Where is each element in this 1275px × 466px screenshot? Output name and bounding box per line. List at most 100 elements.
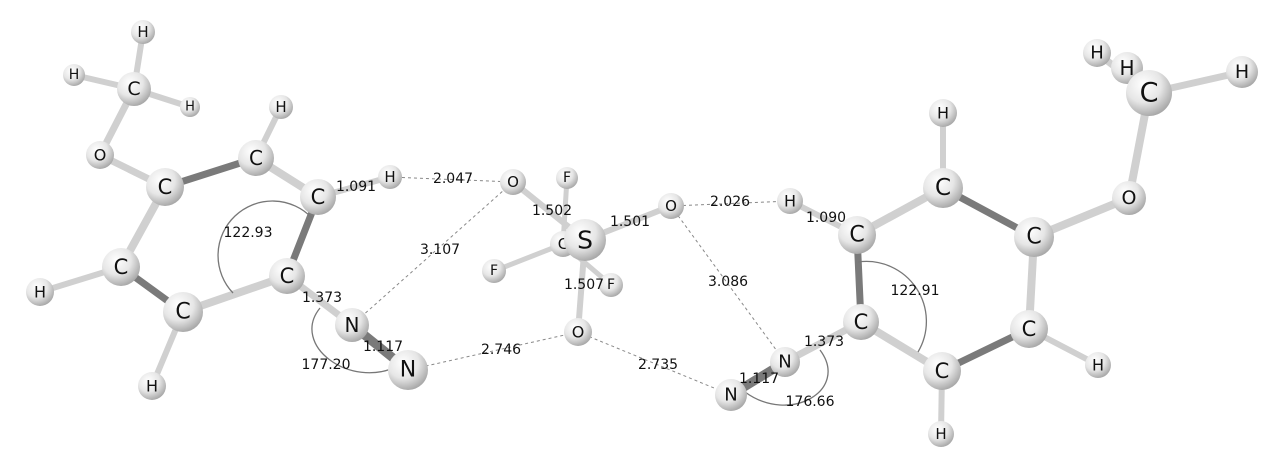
label-d-h-o-right: 2.026	[710, 194, 750, 210]
svg-text:C: C	[558, 235, 568, 253]
svg-text:H: H	[1119, 56, 1134, 80]
svg-text:O: O	[94, 146, 107, 165]
atom-c2-right: C	[923, 168, 963, 208]
svg-text:C: C	[854, 310, 869, 334]
label-d-nn-left: 1.117	[363, 339, 403, 355]
arc-cnn-left	[311, 307, 399, 374]
atom-h-c2-left: H	[269, 95, 293, 119]
arc-cnn-right	[744, 349, 829, 406]
label-d-n-o-left: 3.107	[420, 242, 460, 258]
atom-f2: F	[482, 259, 506, 283]
atom-c5-left: C	[163, 292, 203, 332]
svg-text:F: F	[490, 263, 498, 279]
arc-ring-left	[217, 200, 313, 294]
atom-n1-right: N	[770, 347, 800, 377]
svg-text:H: H	[34, 283, 46, 302]
svg-text:C: C	[935, 175, 951, 201]
arc-ring-right	[857, 260, 928, 353]
label-d-nn-right: 1.117	[739, 371, 779, 387]
label-d-s-o1: 1.502	[532, 203, 572, 219]
atom-f3: F	[599, 273, 623, 297]
svg-text:O: O	[572, 323, 585, 342]
atom-h-methyl-left-1: H	[131, 20, 155, 44]
svg-text:C: C	[127, 78, 140, 100]
atom-o1: O	[500, 169, 526, 195]
label-d-h-o-left: 2.047	[433, 171, 473, 187]
svg-text:H: H	[1090, 43, 1104, 64]
atom-o3: O	[564, 318, 592, 346]
label-angle-ring-right: 122.91	[891, 283, 940, 299]
contact-o2-h-right	[670, 200, 791, 207]
svg-text:O: O	[1122, 187, 1137, 209]
contact-o2-n-right	[670, 205, 786, 363]
label-d-cn-left: 1.373	[302, 290, 342, 306]
atom-o2: O	[658, 193, 684, 219]
svg-text:C: C	[935, 359, 950, 383]
atom-c6-right: C	[1010, 310, 1048, 348]
covalent-bonds	[37, 29, 1246, 437]
atom-s: S	[564, 219, 606, 261]
atom-c5-right: C	[923, 352, 961, 390]
svg-text:H: H	[185, 100, 195, 115]
svg-text:N: N	[345, 313, 360, 337]
atom-c1-right: C	[1014, 217, 1054, 257]
atom-f1: F	[556, 167, 578, 189]
svg-text:O: O	[665, 197, 677, 215]
svg-text:O: O	[507, 173, 519, 191]
label-d-s-o2: 1.501	[610, 214, 650, 230]
atom-h-methyl-left-2: H	[63, 64, 85, 86]
svg-text:C: C	[158, 175, 173, 199]
atom-h-c3-right: H	[777, 188, 803, 214]
svg-text:F: F	[563, 170, 571, 186]
svg-text:S: S	[577, 226, 593, 255]
label-d-n-o3-left: 2.746	[481, 342, 521, 358]
atom-c-methyl-left: C	[117, 72, 151, 106]
svg-text:H: H	[935, 425, 946, 443]
svg-text:N: N	[778, 352, 791, 373]
label-d-n-o3-right: 2.735	[638, 357, 678, 373]
atom-c6-left: C	[102, 248, 140, 286]
label-angle-cnn-right: 176.66	[786, 394, 835, 410]
svg-text:H: H	[937, 104, 949, 123]
atom-h-methyl-right-1: H	[1226, 56, 1258, 88]
svg-text:F: F	[607, 277, 615, 293]
svg-text:N: N	[724, 385, 737, 406]
svg-text:C: C	[1140, 78, 1159, 109]
label-d-ch-left: 1.091	[336, 179, 376, 195]
svg-text:H: H	[146, 377, 158, 396]
svg-text:C: C	[280, 264, 295, 288]
atom-c4-left: C	[269, 258, 305, 294]
atom-h-c3-left: H	[378, 165, 402, 189]
svg-text:H: H	[1092, 356, 1104, 375]
svg-text:C: C	[249, 146, 263, 170]
svg-text:C: C	[114, 255, 129, 279]
svg-text:H: H	[137, 23, 148, 41]
atom-h-methyl-right-3: H	[1083, 39, 1111, 67]
atoms: H H H C O H C C C H C H C C H N N O F C …	[26, 20, 1258, 447]
svg-text:H: H	[784, 192, 796, 211]
atom-h-c5-right: H	[928, 421, 954, 447]
label-angle-ring-left: 122.93	[224, 225, 273, 241]
contact-lines	[351, 176, 791, 396]
atom-h-c6-left: H	[26, 278, 54, 306]
atom-c2-left: C	[238, 140, 274, 176]
atom-o-right: O	[1112, 181, 1146, 215]
svg-text:N: N	[400, 358, 416, 383]
label-d-s-c: 1.507	[564, 277, 604, 293]
svg-text:H: H	[275, 98, 286, 116]
atom-c-methyl-right: C	[1126, 70, 1172, 116]
atom-o-left: O	[86, 141, 114, 169]
label-angle-cnn-left: 177.20	[302, 357, 351, 373]
angle-arcs	[217, 200, 928, 406]
atom-h-c6-right: H	[1085, 352, 1111, 378]
svg-text:C: C	[311, 185, 326, 209]
atom-h-c2-right: H	[929, 99, 957, 127]
label-d-cn-right: 1.373	[804, 334, 844, 350]
measurement-labels: 2.047 1.091 1.502 1.501 2.026 1.090 3.10…	[224, 171, 940, 410]
svg-text:H: H	[69, 67, 80, 83]
label-d-ch-right: 1.090	[806, 210, 846, 226]
contact-n-o3-left	[407, 331, 579, 371]
svg-text:H: H	[384, 168, 395, 186]
atom-c3-right: C	[838, 216, 876, 254]
atom-n2-left: N	[388, 350, 428, 390]
